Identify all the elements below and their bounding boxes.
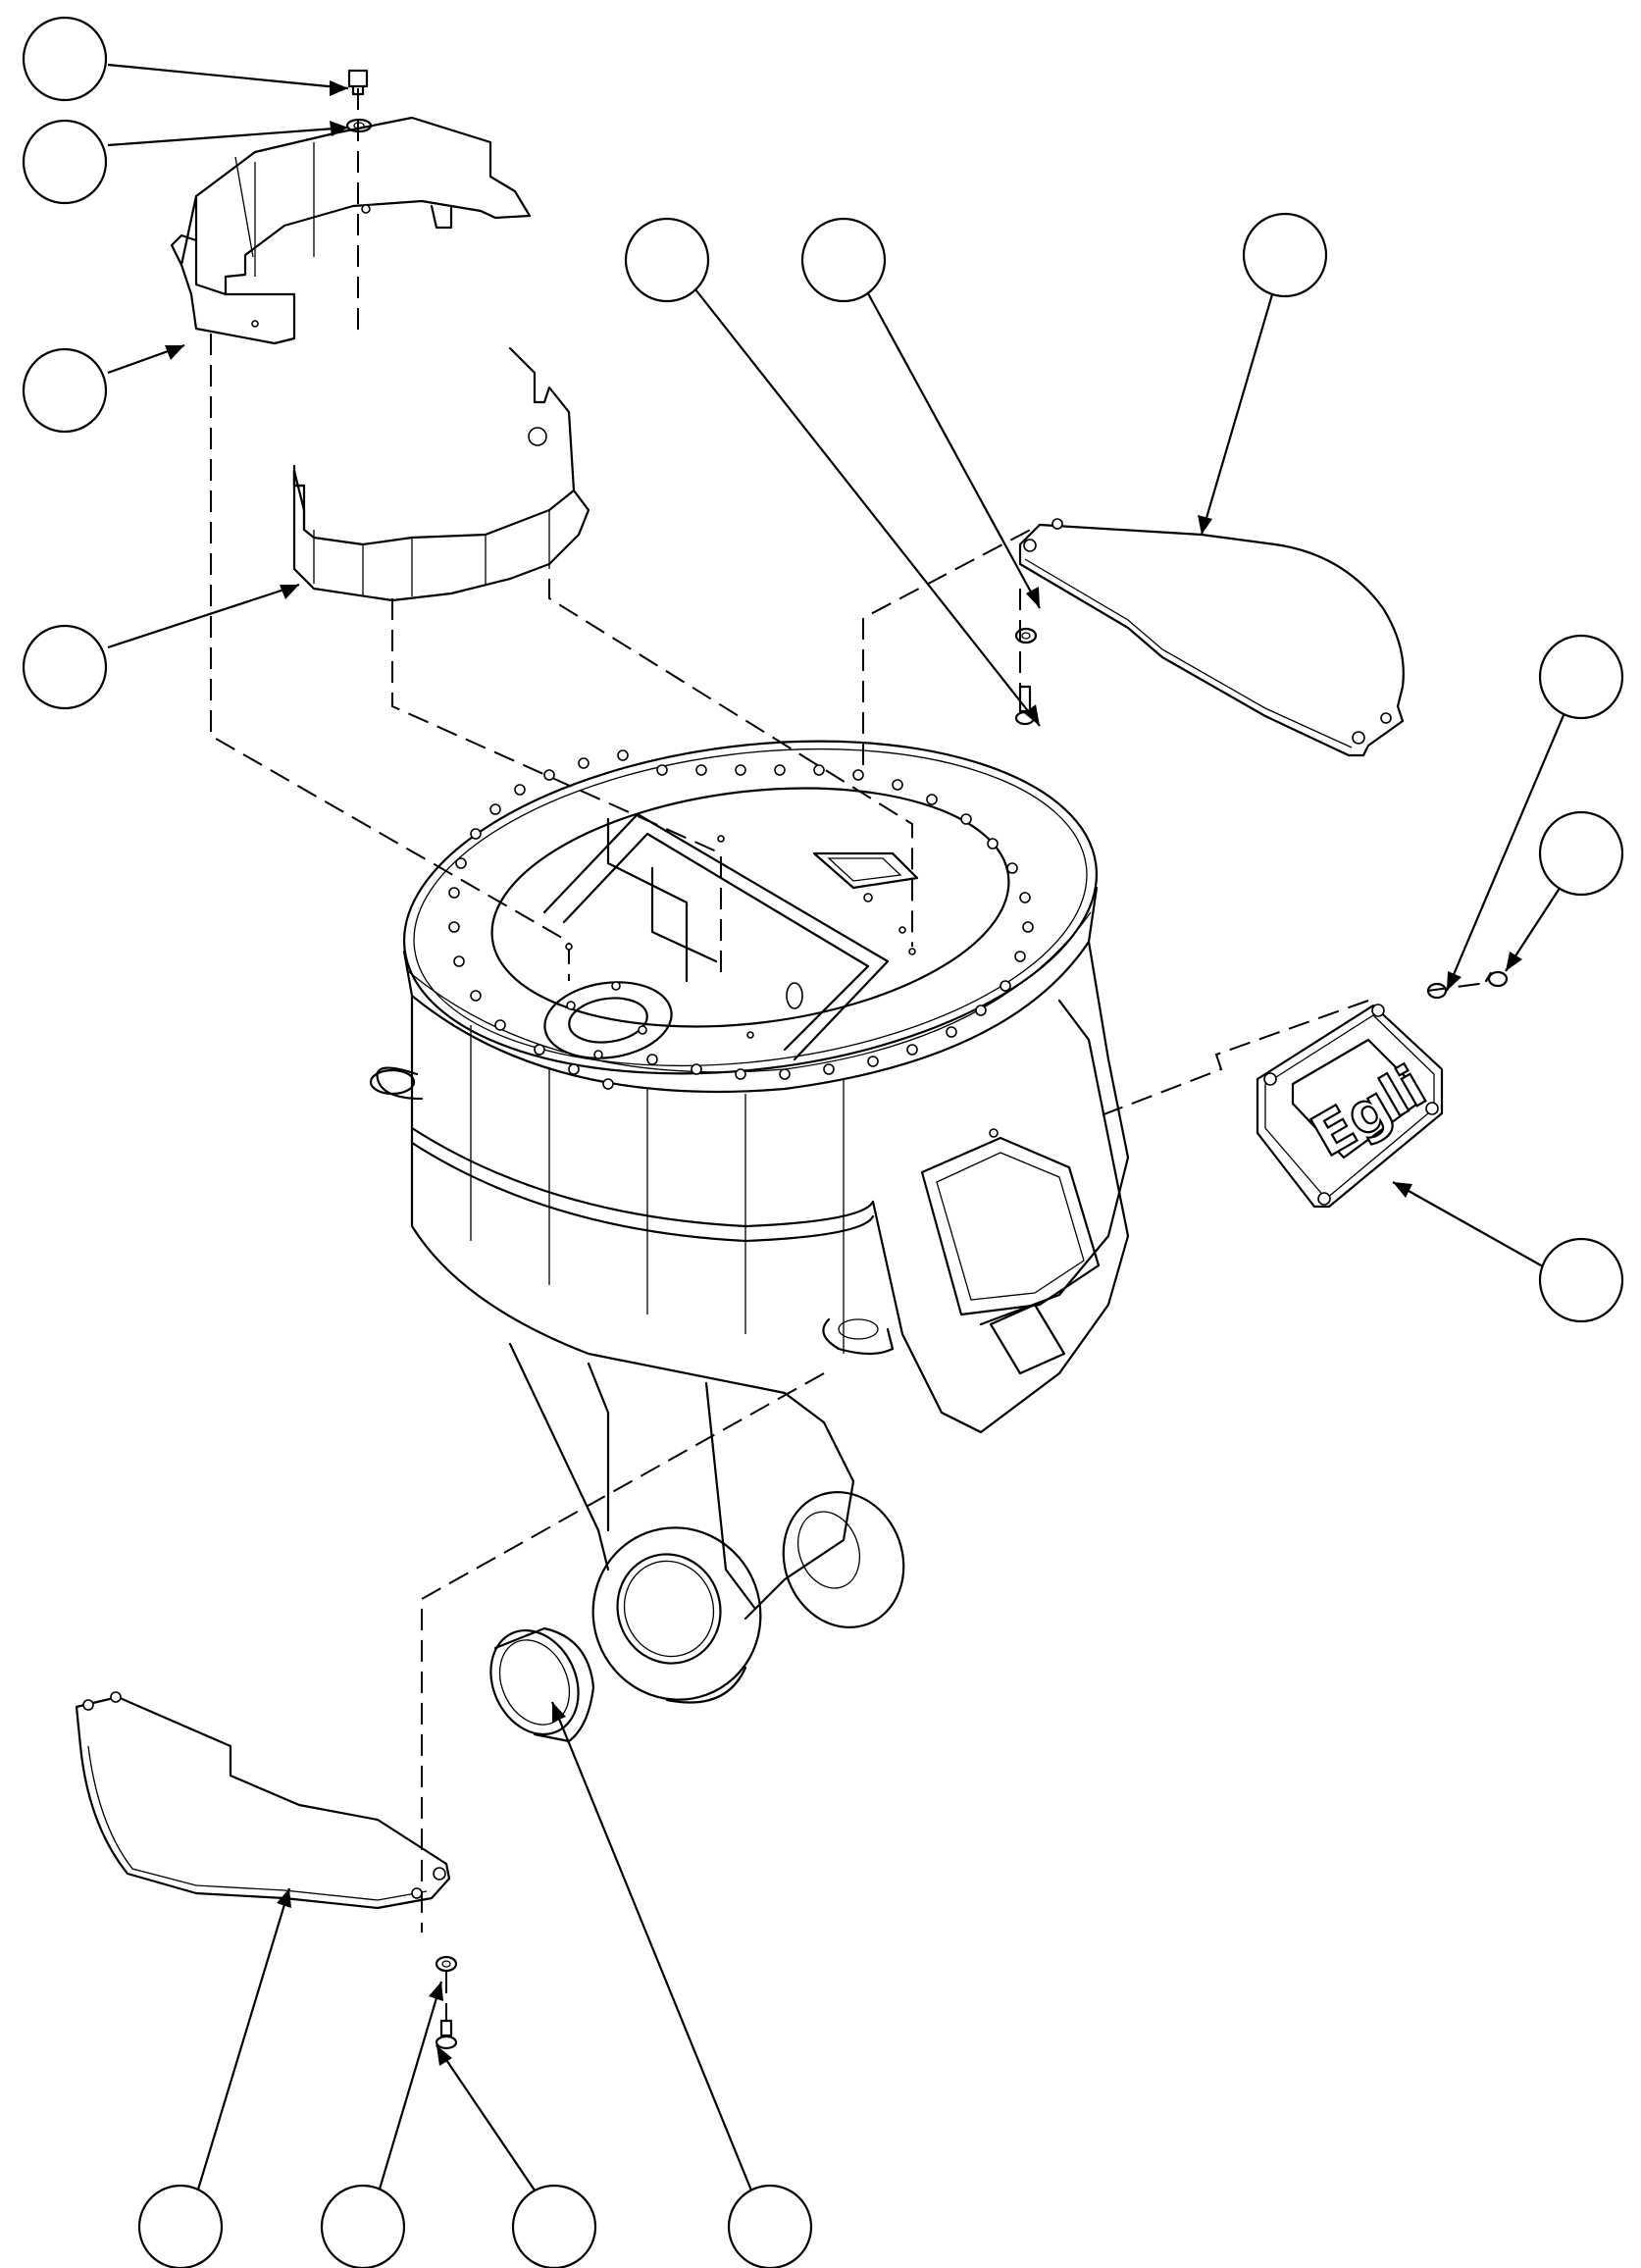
flange-holes [448, 749, 1034, 1090]
callout-balloons [22, 16, 1624, 2268]
balloon-top-mid-2 [800, 217, 887, 303]
balloon-top-mid-1 [624, 217, 710, 303]
top-bolt [347, 69, 369, 96]
upper-guard [170, 116, 532, 345]
balloon-right-3 [1538, 1237, 1624, 1323]
balloon-top-right [1242, 212, 1328, 298]
bottom-screw [435, 2019, 458, 2050]
balloon-right-2 [1538, 810, 1624, 897]
balloon-right-1 [1538, 634, 1624, 720]
cover-screw [1014, 685, 1036, 726]
bottom-left-cover [75, 1691, 451, 1910]
cover-washer [1014, 627, 1038, 644]
balloon-bottom-2 [320, 2184, 406, 2268]
balloon-top-left-2 [22, 119, 108, 205]
top-right-cover [1018, 518, 1405, 757]
balloon-left-4 [22, 624, 108, 710]
logo-plate: Egli [1256, 1004, 1444, 1209]
balloon-left-3 [22, 347, 108, 434]
balloon-top-left-1 [22, 16, 108, 102]
bottom-washer [435, 1955, 458, 1973]
logo-screw [1484, 970, 1509, 988]
lower-guard [292, 346, 590, 602]
top-washer [345, 118, 373, 133]
balloon-bottom-1 [137, 2184, 224, 2268]
balloon-bottom-3 [511, 2184, 597, 2268]
logo-washer [1426, 982, 1448, 1000]
bushing [489, 1626, 595, 1743]
main-housing [369, 740, 1130, 1704]
leader-lines [107, 63, 1571, 2213]
balloon-bottom-4 [727, 2184, 813, 2268]
logo-text: Egli [1301, 1053, 1437, 1169]
